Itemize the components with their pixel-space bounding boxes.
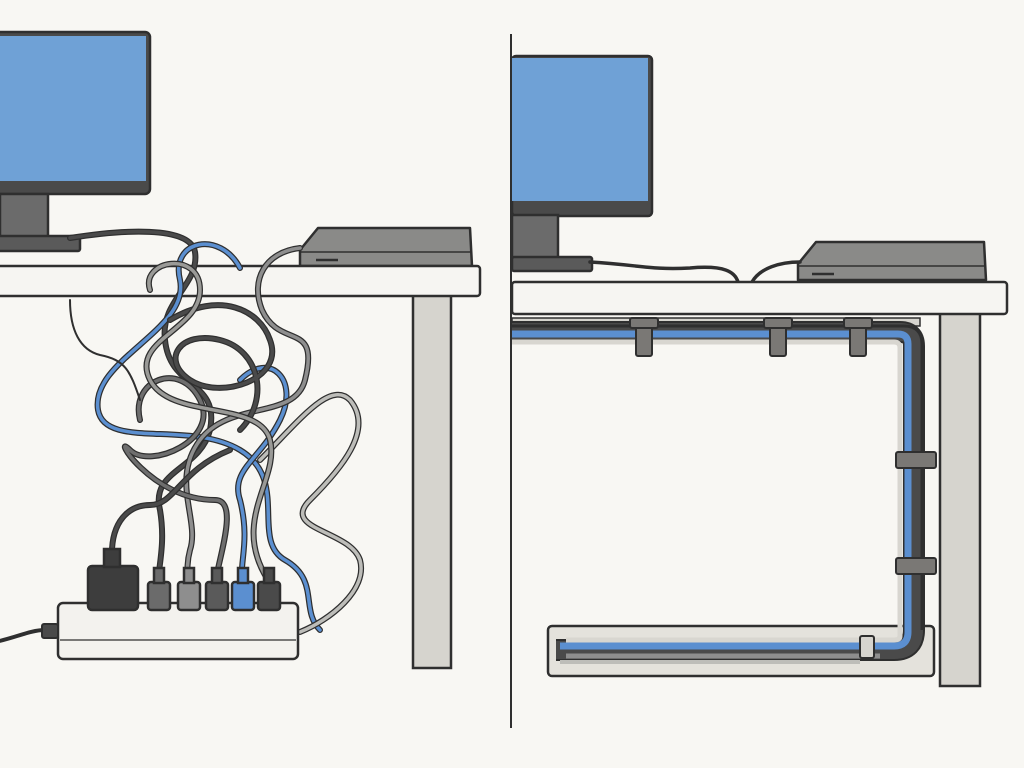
plugs — [86, 547, 282, 612]
plug-4 — [230, 580, 256, 612]
desk-top — [0, 264, 482, 298]
clip-5 — [895, 557, 937, 575]
plug-2 — [176, 580, 202, 612]
monitor-screen — [0, 36, 146, 181]
messy-panel — [0, 30, 482, 670]
plug-1 — [146, 580, 172, 612]
plug-3 — [204, 580, 230, 612]
monitor-left — [0, 30, 152, 253]
monitor-screen — [512, 58, 648, 201]
monitor-right — [510, 54, 654, 273]
organized-panel — [510, 54, 1009, 688]
clip-4 — [895, 451, 937, 469]
desk-leg — [411, 292, 453, 670]
desk-leg — [938, 310, 982, 688]
desk-top — [510, 280, 1009, 316]
tangled-cables — [0, 228, 365, 643]
device-right — [796, 240, 988, 282]
monitor-neck — [0, 192, 50, 240]
bundled-cables — [512, 321, 925, 664]
desk-cables — [588, 260, 802, 284]
device-left — [298, 226, 474, 268]
desk-left — [0, 264, 482, 670]
monitor-neck — [510, 213, 560, 261]
cable-clips — [629, 317, 937, 659]
plug-5 — [256, 580, 282, 612]
monitor-base — [510, 255, 594, 273]
monitor-base — [0, 234, 82, 253]
desk-right — [510, 280, 1009, 688]
power-strip — [41, 601, 300, 661]
adapter-plug — [86, 564, 140, 612]
tray-end-clip — [859, 635, 875, 659]
